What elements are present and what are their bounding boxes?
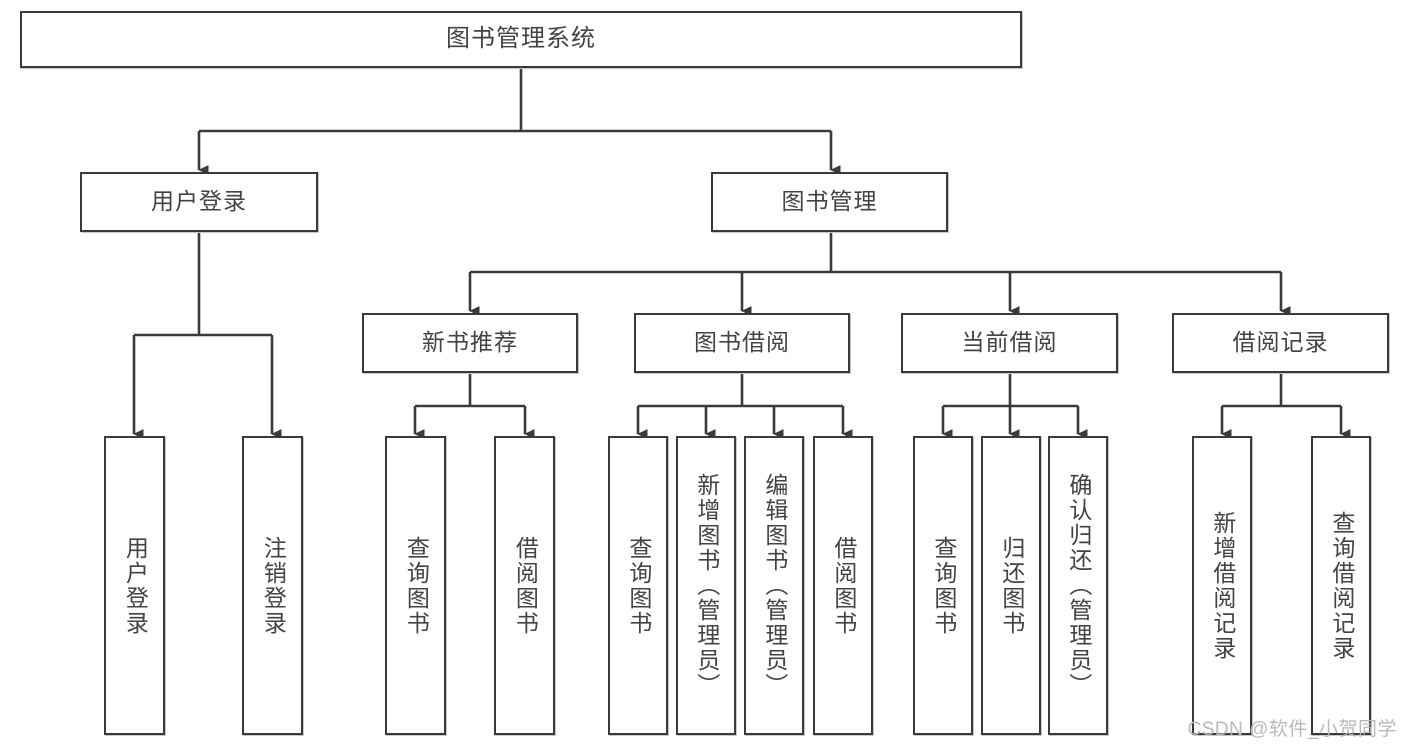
leaf-label: 新增图书（管理员） — [693, 473, 720, 698]
leaf-book-borrow-add-book-admin[interactable]: 新增图书（管理员） — [676, 436, 736, 735]
leaf-label: 借阅图书 — [830, 535, 857, 636]
node-book-management[interactable]: 图书管理 — [711, 172, 948, 232]
node-label: 图书借阅 — [694, 329, 790, 356]
leaf-label: 查询图书 — [403, 535, 430, 636]
leaf-label: 注销登录 — [260, 535, 287, 636]
leaf-book-borrow-edit-book-admin[interactable]: 编辑图书（管理员） — [744, 436, 804, 735]
leaf-label: 确认归还（管理员） — [1065, 473, 1092, 698]
leaf-borrow-record-query-record[interactable]: 查询借阅记录 — [1311, 436, 1371, 735]
leaf-borrow-record-add-record[interactable]: 新增借阅记录 — [1192, 436, 1252, 735]
leaf-current-borrow-confirm-return-admin[interactable]: 确认归还（管理员） — [1048, 436, 1108, 735]
leaf-label: 查询借阅记录 — [1328, 510, 1355, 661]
leaf-new-book-borrow-book[interactable]: 借阅图书 — [494, 436, 555, 735]
leaf-label: 新增借阅记录 — [1209, 510, 1236, 661]
leaf-label: 查询图书 — [930, 535, 957, 636]
node-label: 当前借阅 — [961, 329, 1058, 356]
node-label: 新书推荐 — [422, 329, 518, 356]
leaf-book-borrow-query-book[interactable]: 查询图书 — [608, 436, 668, 735]
node-current-borrow[interactable]: 当前借阅 — [901, 313, 1118, 373]
node-book-borrow[interactable]: 图书借阅 — [634, 313, 850, 373]
leaf-label: 查询图书 — [625, 535, 652, 636]
leaf-label: 编辑图书（管理员） — [761, 473, 788, 698]
leaf-user-login-login[interactable]: 用户登录 — [104, 436, 165, 735]
leaf-label: 用户登录 — [122, 535, 149, 636]
node-label: 图书管理 — [781, 188, 878, 215]
leaf-book-borrow-borrow-book[interactable]: 借阅图书 — [813, 436, 873, 735]
leaf-current-borrow-query-book[interactable]: 查询图书 — [913, 436, 973, 735]
node-user-login[interactable]: 用户登录 — [80, 172, 318, 232]
leaf-user-login-logout[interactable]: 注销登录 — [242, 436, 303, 735]
node-label: 图书管理系统 — [446, 25, 596, 53]
leaf-new-book-query-book[interactable]: 查询图书 — [385, 436, 446, 735]
node-root-book-management-system[interactable]: 图书管理系统 — [20, 11, 1022, 68]
node-label: 用户登录 — [151, 188, 247, 215]
node-borrow-record[interactable]: 借阅记录 — [1172, 313, 1389, 373]
node-new-book-recommend[interactable]: 新书推荐 — [362, 313, 578, 373]
leaf-current-borrow-return-book[interactable]: 归还图书 — [981, 436, 1041, 735]
csdn-watermark: CSDN @软件_小贺同学 — [1187, 719, 1397, 740]
node-label: 借阅记录 — [1232, 329, 1329, 356]
leaf-label: 借阅图书 — [512, 535, 539, 636]
leaf-label: 归还图书 — [998, 535, 1025, 636]
